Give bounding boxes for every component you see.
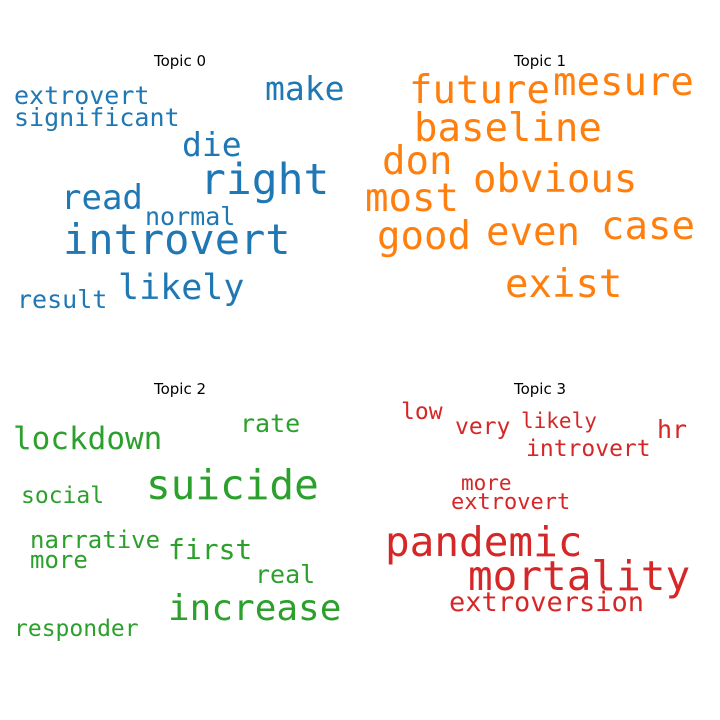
word: very	[455, 414, 511, 440]
word: hr	[657, 415, 688, 444]
word: baseline	[414, 106, 602, 151]
word: introvert	[63, 215, 291, 264]
word: right	[200, 155, 330, 205]
topic-panel-1: Topic 1 future mesure baseline don most …	[360, 0, 720, 360]
topic-panel-0: Topic 0 extrovert significant make die r…	[0, 0, 360, 360]
word: exist	[505, 262, 623, 307]
word: real	[255, 560, 316, 589]
word: obvious	[473, 157, 638, 202]
word: mortality	[468, 552, 691, 600]
word: future	[409, 68, 550, 113]
word: mesure	[553, 60, 694, 105]
word: suicide	[146, 461, 319, 509]
topic-panel-2: Topic 2 rate lockdown suicide social nar…	[0, 328, 360, 688]
word: more	[461, 471, 512, 495]
word: significant	[14, 103, 180, 132]
word: most	[365, 176, 459, 221]
word: case	[601, 204, 695, 249]
word: increase	[168, 588, 342, 629]
word: rate	[240, 409, 301, 438]
word: extroversion	[449, 587, 645, 618]
topic-panel-3: Topic 3 low very likely hr introvert mor…	[360, 328, 720, 688]
word: likely	[521, 409, 597, 433]
word: more	[30, 546, 88, 574]
word: introvert	[526, 436, 651, 462]
word: result	[17, 285, 108, 314]
topic-title: Topic 3	[513, 380, 567, 398]
word: good	[377, 214, 471, 259]
word: die	[182, 125, 242, 164]
word: extrovert	[14, 81, 150, 110]
topic-title: Topic 0	[153, 52, 207, 70]
word: extrovert	[451, 490, 571, 515]
word: social	[21, 483, 105, 509]
word: pandemic	[385, 518, 583, 566]
word: likely	[118, 268, 245, 308]
word: narrative	[30, 526, 161, 554]
word: low	[401, 399, 443, 425]
topic-title: Topic 1	[513, 52, 567, 70]
word: lockdown	[13, 421, 163, 457]
word: don	[382, 139, 453, 184]
word: even	[486, 210, 580, 255]
topic-title: Topic 2	[153, 380, 207, 398]
word: make	[265, 69, 345, 108]
word: read	[61, 178, 143, 218]
word: responder	[14, 616, 139, 642]
word: normal	[145, 202, 236, 231]
word: first	[168, 533, 253, 566]
